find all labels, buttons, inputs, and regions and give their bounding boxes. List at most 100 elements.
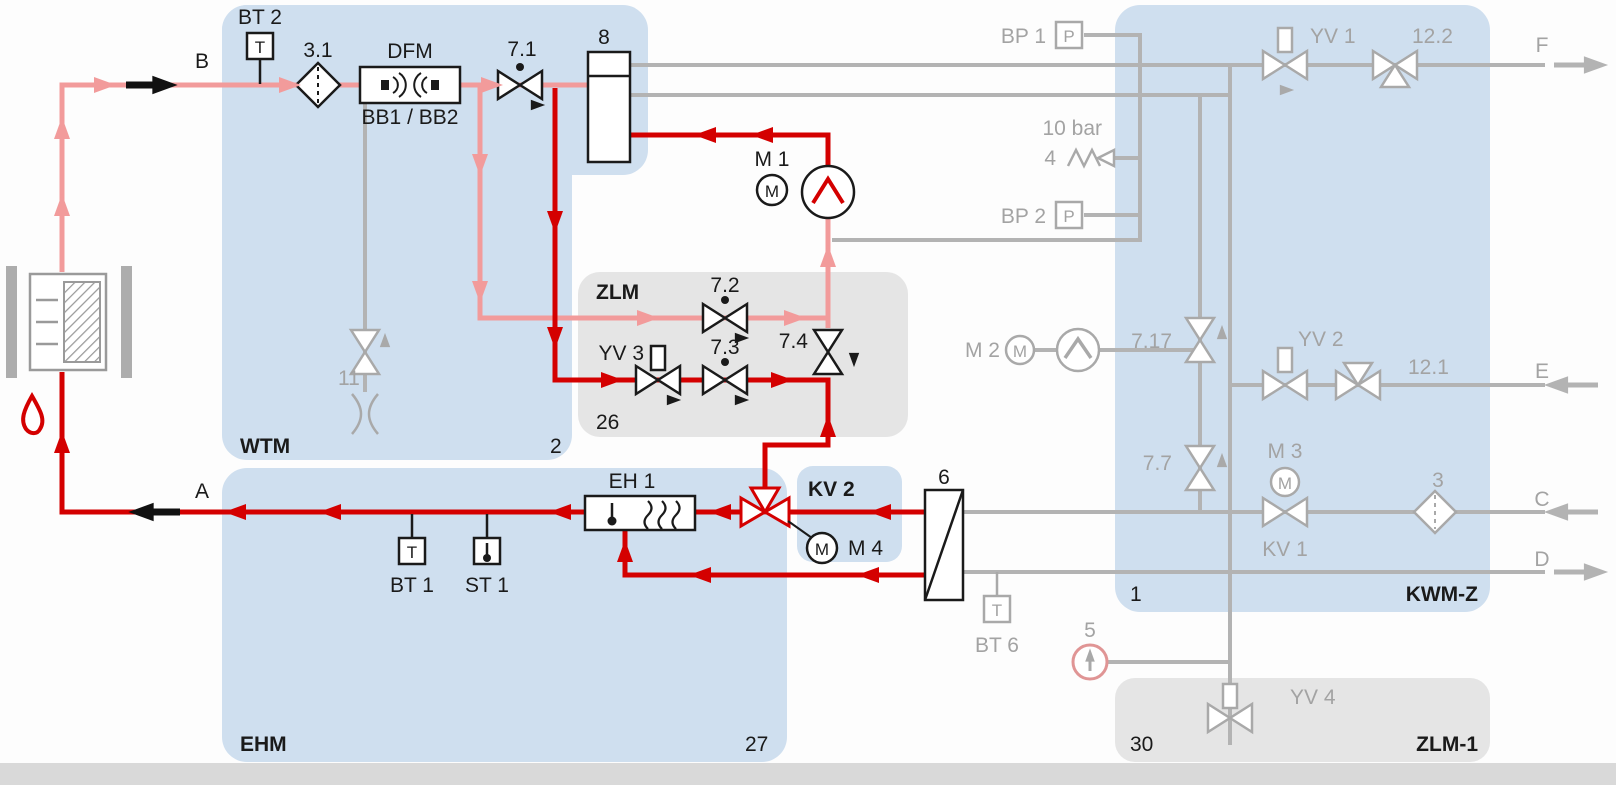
- valve-7-4-label: 7.4: [779, 330, 809, 353]
- valve-7-3-dot: [721, 358, 729, 366]
- zone-kwmz: [1115, 5, 1490, 612]
- valve-kv2: [739, 486, 839, 565]
- valve-kv2-body: [739, 486, 791, 529]
- flow-arrow: [820, 245, 836, 267]
- valve-7-1-label: 7.1: [507, 38, 536, 61]
- zone-wtm: [222, 5, 572, 460]
- flex-connector: [351, 393, 379, 435]
- cooler-6-diagonal: [923, 489, 965, 601]
- exchanger-core: [63, 281, 101, 363]
- valve-yv2-body: [1261, 368, 1309, 402]
- zone-zlm1-number: 30: [1130, 733, 1153, 756]
- pipe-pump-discharge: [630, 132, 831, 166]
- flow-arrow: [857, 567, 879, 583]
- sensor-bp1-glyph: P: [1063, 27, 1074, 46]
- flow-arrow: [94, 77, 116, 93]
- relief-4-label: 4: [1044, 147, 1056, 170]
- relief-spring: [1066, 147, 1102, 169]
- valve-12-2: [1371, 48, 1419, 89]
- valve-yv1-label: YV 1: [1310, 25, 1356, 48]
- motor-m3-glyph: M: [1278, 474, 1292, 493]
- inactive-components: [348, 20, 1458, 735]
- valve-kv1: [1261, 466, 1309, 529]
- vessel-8-label: 8: [598, 26, 610, 49]
- cooler-6: [923, 488, 965, 602]
- valve-12-2-label: 12.2: [1412, 25, 1453, 48]
- port-d-label: D: [1534, 548, 1549, 571]
- dfm-emitter-right: [431, 80, 439, 90]
- valve-7-17-body: [1183, 316, 1217, 364]
- vessel-8-body: [586, 50, 632, 164]
- sensor-bt2-label: BT 2: [238, 6, 282, 29]
- sensor-bt6: [982, 594, 1012, 624]
- eh1-heating-coil-icon: [643, 500, 681, 530]
- motor-m4-circle: [805, 531, 839, 565]
- valve-7-3-label: 7.3: [710, 336, 739, 359]
- valve-yv1-actuator: [1276, 26, 1294, 54]
- valve-7-2: [701, 296, 750, 344]
- valve-yv3: [634, 344, 682, 406]
- pump-m2: [1004, 327, 1101, 373]
- valve-11-body: [348, 328, 382, 376]
- sensor-bt6-label: BT 6: [975, 634, 1019, 657]
- dfm-sublabel: BB1 / BB2: [362, 106, 459, 129]
- port-c-label: C: [1534, 488, 1549, 511]
- zone-ehm-number: 27: [745, 733, 768, 756]
- sensor-bp2-box: [1054, 200, 1084, 230]
- port-a-label: A: [195, 480, 209, 503]
- sensor-bt1-glyph: T: [407, 543, 417, 562]
- valve-7-3-body: [701, 363, 749, 397]
- motor-m2-circle: [1004, 334, 1036, 366]
- vessel-8: [586, 50, 632, 164]
- pump-m2-label: M 2: [965, 339, 1000, 362]
- heater-eh1-label: EH 1: [609, 470, 656, 493]
- valve-yv4-label: YV 4: [1290, 686, 1336, 709]
- circulator-5-label: 5: [1084, 619, 1096, 642]
- port-f-label: F: [1536, 34, 1549, 57]
- pump-m2-impeller: [1063, 335, 1093, 359]
- flow-arrow: [54, 194, 70, 216]
- valve-12-1-label: 12.1: [1408, 356, 1449, 379]
- flow-arrow: [751, 127, 773, 143]
- motor-m1-glyph: M: [765, 182, 779, 201]
- valve-yv3-actuator: [649, 344, 667, 372]
- pump-m1-impeller: [811, 175, 845, 205]
- zone-kwmz-number: 1: [1130, 583, 1142, 606]
- valve-7-2-dot: [721, 296, 729, 304]
- valve-7-4: [811, 328, 860, 376]
- pump-m1: [755, 164, 856, 220]
- sensor-bt6-box: [982, 594, 1012, 624]
- liquid-drop-icon: [21, 391, 45, 436]
- test-object-exchanger: [6, 266, 132, 378]
- port-d-arrow: [1583, 563, 1609, 581]
- valve-kv1-body: [1261, 495, 1309, 529]
- valve-7-7-label: 7.7: [1143, 452, 1172, 475]
- valve-12-2-body: [1371, 48, 1419, 89]
- valve-7-4-body: [811, 328, 845, 376]
- motor-m4-label: M 4: [848, 537, 883, 560]
- sensor-bt2-box: [245, 31, 275, 61]
- valve-yv2-label: YV 2: [1298, 328, 1344, 351]
- zone-ehm-label: EHM: [240, 733, 287, 756]
- flow-meter-dfm: [358, 65, 462, 105]
- filter-3-1: [294, 61, 342, 109]
- filter-3-label: 3: [1432, 469, 1444, 492]
- sensor-bp2-label: BP 2: [1001, 205, 1046, 228]
- sensor-bt1-box: [397, 536, 427, 566]
- valve-7-1-dot: [516, 63, 524, 71]
- eh1-thermometer-bulb: [607, 516, 617, 526]
- sensor-bt2: [245, 31, 275, 84]
- inactive-pipes: [351, 33, 1545, 745]
- valve-7-17-label: 7.17: [1131, 330, 1172, 353]
- motor-m4-glyph: M: [815, 540, 829, 559]
- dfm-label: DFM: [387, 40, 433, 63]
- port-b-arrow: [152, 75, 178, 95]
- zone-zlm-number: 26: [596, 411, 619, 434]
- valve-yv4-body: [1206, 701, 1254, 735]
- motor-m2-glyph: M: [1013, 342, 1027, 361]
- pump-m1-circle: [800, 164, 856, 220]
- valve-yv3-body: [634, 363, 682, 397]
- zone-wtm-label: WTM: [240, 435, 290, 458]
- sensor-bt2-glyph: T: [255, 38, 265, 57]
- valve-7-7: [1183, 444, 1228, 492]
